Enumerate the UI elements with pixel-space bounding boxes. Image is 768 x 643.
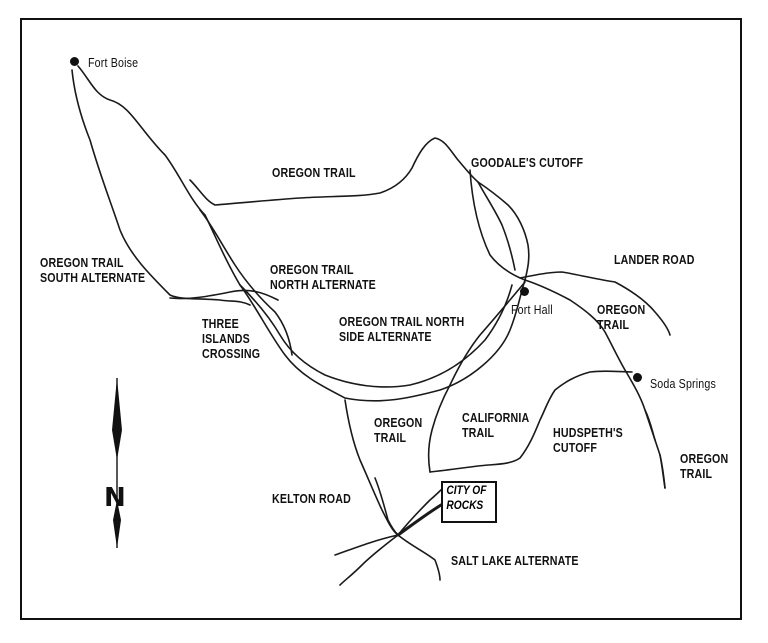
north-alternate-label: OREGON TRAIL NORTH ALTERNATE bbox=[270, 262, 376, 292]
oregon-trail-far-line2: TRAIL bbox=[680, 466, 713, 481]
city-of-rocks-road bbox=[397, 485, 446, 536]
three-islands-line1: THREE bbox=[202, 316, 239, 331]
soda-springs-label: Soda Springs bbox=[650, 376, 716, 391]
city-of-rocks-line1: CITY OF bbox=[446, 483, 487, 497]
fort-boise-marker bbox=[70, 57, 79, 66]
three-islands-line2: ISLANDS bbox=[202, 331, 250, 346]
california-trail-line1: CALIFORNIA bbox=[462, 410, 530, 425]
city-of-rocks-box: CITY OF ROCKS bbox=[441, 481, 497, 523]
north-side-alternate-label-line2: SIDE ALTERNATE bbox=[339, 329, 432, 344]
oregon-trail-top-line bbox=[189, 137, 479, 206]
oregon-trail-right-line2: TRAIL bbox=[597, 317, 630, 332]
oregon-trail-mid-line2: TRAIL bbox=[374, 430, 407, 445]
north-side-alternate-label-line1: OREGON TRAIL NORTH bbox=[339, 314, 465, 329]
hudspeths-cutoff-line bbox=[429, 370, 633, 473]
south-alternate-label-line1: OREGON TRAIL bbox=[40, 255, 124, 270]
north-alternate-label-line1: OREGON TRAIL bbox=[270, 262, 354, 277]
lander-road-line bbox=[519, 271, 671, 336]
hudspeths-cutoff-label: HUDSPETH'S CUTOFF bbox=[553, 425, 623, 455]
salt-lake-alternate-line bbox=[334, 534, 441, 586]
oregon-trail-top-label: OREGON TRAIL bbox=[272, 165, 356, 180]
oregon-trail-right-label: OREGON TRAIL bbox=[597, 302, 645, 332]
oregon-trail-right-line1: OREGON bbox=[597, 302, 646, 317]
three-islands-line3: CROSSING bbox=[202, 346, 261, 361]
fort-hall-marker bbox=[520, 287, 529, 296]
soda-springs-tail-line bbox=[644, 409, 666, 489]
fort-boise-label: Fort Boise bbox=[88, 55, 139, 70]
oregon-trail-far-label: OREGON TRAIL bbox=[680, 451, 728, 481]
goodales-cutoff-line bbox=[469, 169, 530, 281]
kelton-road-label: KELTON ROAD bbox=[272, 491, 352, 506]
north-side-alternate-line bbox=[239, 284, 513, 388]
oregon-trail-far-line1: OREGON bbox=[680, 451, 729, 466]
oregon-trail-mid-line1: OREGON bbox=[374, 415, 423, 430]
kelton-road-line bbox=[374, 477, 399, 536]
city-of-rocks-line2: ROCKS bbox=[446, 498, 484, 512]
three-islands-crossing-label: THREE ISLANDS CROSSING bbox=[202, 316, 260, 361]
compass-north-letter: N bbox=[104, 483, 126, 513]
snake-river-line bbox=[77, 65, 526, 402]
crossing-link-line bbox=[169, 289, 279, 301]
fort-hall-label: Fort Hall bbox=[511, 302, 553, 317]
soda-springs-marker bbox=[633, 373, 642, 382]
north-alternate-label-line2: NORTH ALTERNATE bbox=[270, 277, 376, 292]
california-trail-label: CALIFORNIA TRAIL bbox=[462, 410, 529, 440]
california-trail-line bbox=[427, 281, 526, 473]
north-alternate-line bbox=[199, 209, 293, 356]
california-trail-line2: TRAIL bbox=[462, 425, 495, 440]
city-of-rocks-road-2 bbox=[396, 503, 443, 537]
salt-lake-alternate-label: SALT LAKE ALTERNATE bbox=[451, 553, 579, 568]
south-alternate-label-line2: SOUTH ALTERNATE bbox=[40, 270, 146, 285]
hudspeths-cutoff-line1: HUDSPETH'S bbox=[553, 425, 623, 440]
south-alternate-label: OREGON TRAIL SOUTH ALTERNATE bbox=[40, 255, 145, 285]
oregon-trail-mid-label: OREGON TRAIL bbox=[374, 415, 422, 445]
north-arrow-icon bbox=[112, 378, 122, 548]
map-frame bbox=[20, 18, 742, 620]
north-side-alternate-label: OREGON TRAIL NORTH SIDE ALTERNATE bbox=[339, 314, 464, 344]
goodales-cutoff-label: GOODALE'S CUTOFF bbox=[471, 155, 584, 170]
lander-road-label: LANDER ROAD bbox=[614, 252, 695, 267]
hudspeths-cutoff-line2: CUTOFF bbox=[553, 440, 598, 455]
south-alternate-line bbox=[71, 69, 251, 306]
